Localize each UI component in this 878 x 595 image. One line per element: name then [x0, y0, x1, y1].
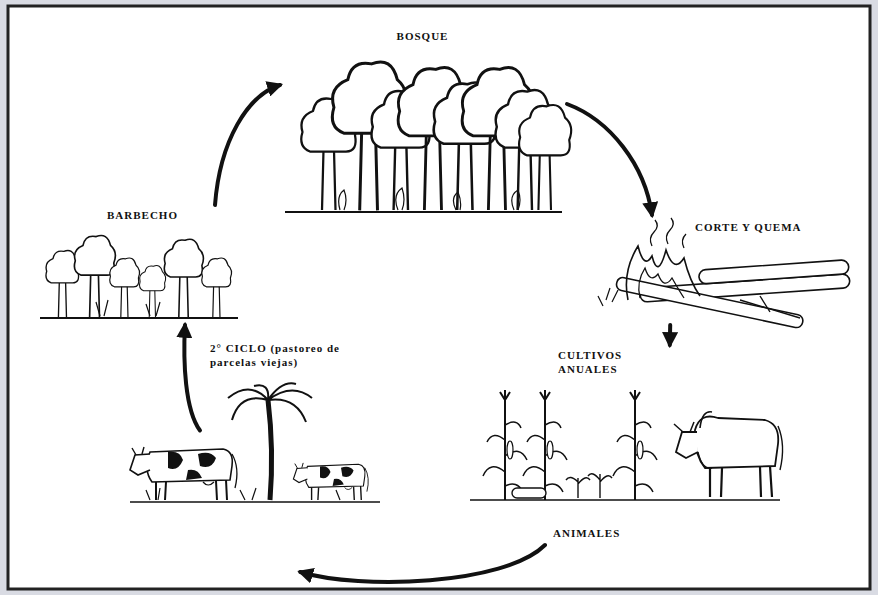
stage-node: CORTE Y QUEMA	[600, 215, 860, 325]
stage-label: ANIMALES	[553, 527, 663, 541]
stage-label: BARBECHO	[107, 209, 217, 223]
stage-node: BARBECHO	[35, 205, 235, 325]
stage-node: 2° CICLO (pastoreo de parcelas viejas)	[200, 340, 370, 572]
stage-label: 2° CICLO (pastoreo de parcelas viejas)	[210, 342, 368, 370]
cycle-arrow	[215, 85, 280, 205]
stage-node: BOSQUE	[280, 28, 567, 218]
cycle-arrow	[668, 325, 672, 345]
cycle-arrow	[300, 545, 545, 582]
stage-label: CULTIVOS ANUALES	[558, 349, 638, 377]
cycle-arrow	[567, 104, 652, 215]
cycle-arrow	[184, 325, 200, 430]
stage-label: CORTE Y QUEMA	[695, 221, 855, 235]
stage-label: BOSQUE	[280, 30, 565, 44]
stage-node: CULTIVOS ANUALES ANIMALES	[465, 345, 785, 545]
